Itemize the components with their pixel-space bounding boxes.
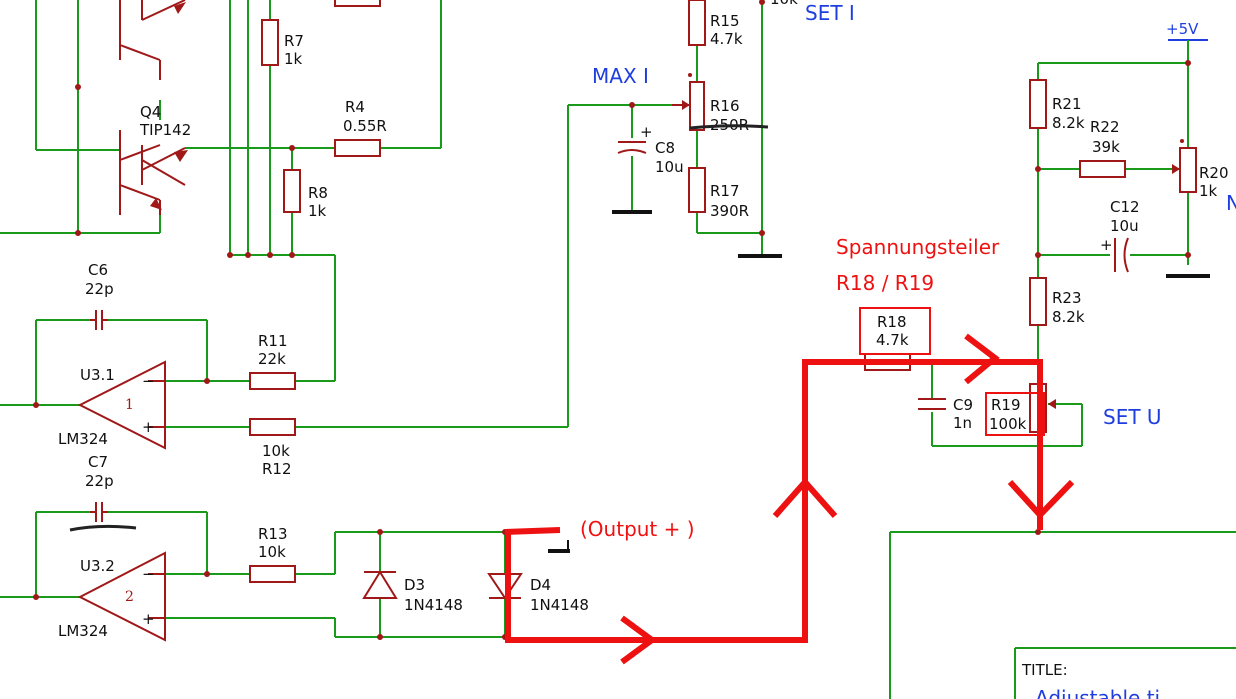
r15-ref: R15 <box>710 12 740 30</box>
r12-ref: R12 <box>262 460 292 478</box>
resistor-r7 <box>261 19 279 66</box>
r22-value: 39k <box>1092 138 1120 156</box>
title-value: Adjustable ti <box>1035 686 1160 699</box>
r8-ref: R8 <box>308 184 328 202</box>
cut-right-label: N <box>1226 191 1236 215</box>
c8-ref: C8 <box>655 139 675 157</box>
resistor-r17 <box>688 167 706 213</box>
resistor-r13 <box>249 565 296 583</box>
svg-text:+: + <box>1100 236 1113 254</box>
d4-ref: D4 <box>530 576 551 594</box>
r12-value: 10k <box>262 442 290 460</box>
d3-ref: D3 <box>404 576 425 594</box>
c8-value: 10u <box>655 158 684 176</box>
capacitor-c6 <box>90 310 108 330</box>
r21-value: 8.2k <box>1052 114 1085 132</box>
r11-ref: R11 <box>258 332 288 350</box>
resistor-r11 <box>249 372 296 390</box>
r17-value: 390R <box>710 202 749 220</box>
c6-ref: C6 <box>88 261 108 279</box>
resistor-r8 <box>283 169 301 213</box>
c7-ref: C7 <box>88 453 108 471</box>
svg-text:+: + <box>640 123 653 141</box>
u31-ref: U3.1 <box>80 366 115 384</box>
c12-ref: C12 <box>1110 198 1140 216</box>
capacitor-c12: + <box>1100 236 1129 273</box>
r19-highlight-box <box>985 392 1045 436</box>
potentiometer-r16 <box>689 81 705 131</box>
opamp-u3-1: − + 1 <box>77 360 166 450</box>
r7-value: 1k <box>284 50 303 68</box>
resistor-r23 <box>1029 277 1047 326</box>
d4-value: 1N4148 <box>530 596 589 614</box>
r8-value: 1k <box>308 202 327 220</box>
c6-value: 22p <box>85 280 114 298</box>
transistor-q4 <box>119 130 188 215</box>
u32-unit: 2 <box>125 589 134 605</box>
junction-set-i <box>759 0 765 5</box>
title-label: TITLE: <box>1021 661 1068 679</box>
capacitor-c8: + <box>612 123 653 214</box>
r15-value: 4.7k <box>710 30 743 48</box>
potentiometer-r20 <box>1179 147 1197 193</box>
divider-note-line1: Spannungsteiler <box>836 235 1000 259</box>
cut-top-label: 10k <box>770 0 798 8</box>
r23-value: 8.2k <box>1052 308 1085 326</box>
diode-d3 <box>362 570 398 599</box>
r13-ref: R13 <box>258 525 288 543</box>
q4-value: TIP142 <box>139 121 191 139</box>
r18-ref: R18 <box>877 313 907 331</box>
supply-label: +5V <box>1166 20 1199 38</box>
resistor-r22 <box>1079 160 1126 178</box>
u32-value: LM324 <box>58 622 108 640</box>
red-annotation-path <box>504 333 1075 665</box>
d3-value: 1N4148 <box>404 596 463 614</box>
resistor-r15 <box>688 0 706 46</box>
u32-ref: U3.2 <box>80 557 115 575</box>
r23-ref: R23 <box>1052 289 1082 307</box>
c7-value: 22p <box>85 472 114 490</box>
r13-value: 10k <box>258 543 286 561</box>
u31-unit: 1 <box>125 397 134 413</box>
r17-ref: R17 <box>710 182 740 200</box>
output-note: (Output + ) <box>580 517 695 541</box>
svg-text:−: − <box>142 565 155 583</box>
resistor-r12 <box>249 418 296 436</box>
r16-ref: R16 <box>710 97 740 115</box>
u31-value: LM324 <box>58 430 108 448</box>
r7-ref: R7 <box>284 32 304 50</box>
r20-value: 1k <box>1199 182 1218 200</box>
c9-value: 1n <box>953 414 972 432</box>
c9-ref: C9 <box>953 396 973 414</box>
resistor-r21 <box>1029 79 1047 129</box>
svg-text:+: + <box>142 610 155 628</box>
capacitor-c9 <box>918 398 946 410</box>
r4-ref: R4 <box>345 98 365 116</box>
r18-value: 4.7k <box>876 331 909 349</box>
set-i-label: SET I <box>805 1 855 25</box>
opamp-u3-2: − + 2 <box>77 551 166 642</box>
r18-highlight-box <box>859 307 931 355</box>
c12-value: 10u <box>1110 217 1139 235</box>
transistor-top <box>119 0 186 80</box>
r19-value: 100k <box>989 415 1027 433</box>
r20-ref: R20 <box>1199 164 1229 182</box>
r19-ref: R19 <box>991 396 1021 414</box>
resistor-r4 <box>334 139 381 157</box>
svg-text:+: + <box>142 418 155 436</box>
set-u-label: SET U <box>1103 405 1162 429</box>
r22-ref: R22 <box>1090 118 1120 136</box>
capacitor-c7 <box>69 502 137 532</box>
q4-ref: Q4 <box>140 103 161 121</box>
r11-value: 22k <box>258 350 286 368</box>
max-i-label: MAX I <box>592 64 649 88</box>
r4-value: 0.55R <box>343 117 387 135</box>
r21-ref: R21 <box>1052 95 1082 113</box>
svg-text:−: − <box>142 372 155 390</box>
divider-note-line2: R18 / R19 <box>836 271 934 295</box>
resistor-top-cut <box>334 0 381 7</box>
